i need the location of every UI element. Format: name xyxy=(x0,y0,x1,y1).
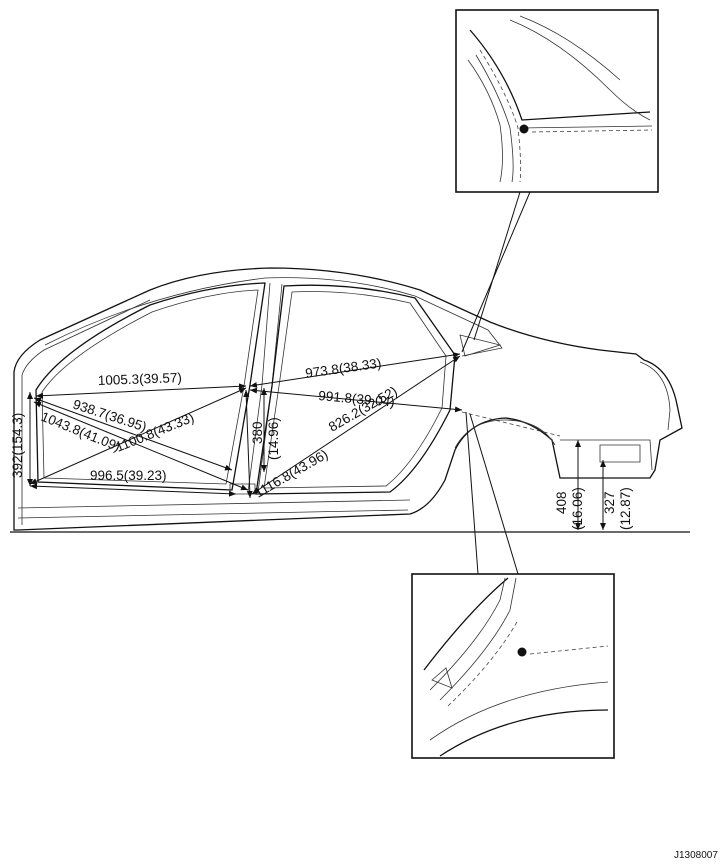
dim-label: 996.5(39.23) xyxy=(90,468,167,483)
vdim-label: 380 xyxy=(250,421,265,444)
vdim-label: (12.87) xyxy=(618,487,633,530)
dimension-labels: 1005.3(39.57) 938.7(36.95) 1043.8(41.09)… xyxy=(10,355,633,530)
upper-detail-view xyxy=(455,9,659,193)
reference-point-icon xyxy=(519,124,529,134)
figure-id: J1308007 xyxy=(674,850,718,861)
vdim-label: 408 xyxy=(554,491,569,514)
car-body-side xyxy=(13,267,683,531)
reference-point-icon xyxy=(517,647,527,657)
lower-detail-view xyxy=(411,573,615,759)
vdim-label: 327 xyxy=(602,491,617,514)
dim-label: 991.8(39.04) xyxy=(318,388,396,410)
dim-label: 973.8(38.33) xyxy=(304,355,382,381)
dimension-lines xyxy=(27,191,606,575)
vdim-label: (14.96) xyxy=(266,417,281,460)
vdim-label: 392(154.3) xyxy=(10,413,25,478)
dim-label: 1005.3(39.57) xyxy=(98,370,183,388)
vdim-label: (16.06) xyxy=(570,487,585,530)
